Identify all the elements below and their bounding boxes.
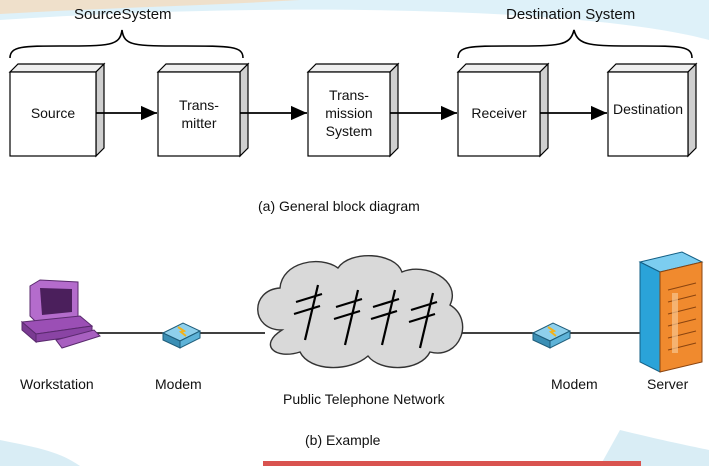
network-label: Public Telephone Network (283, 391, 445, 407)
caption-b: (b) Example (305, 432, 381, 448)
modem-left-label: Modem (155, 376, 202, 392)
destination-system-brace (457, 29, 693, 59)
destination-block-label: Destination (612, 101, 684, 117)
antenna-icon (370, 289, 400, 346)
antenna-icon (408, 292, 438, 349)
source-system-brace (9, 29, 244, 59)
cloud-icon (257, 255, 464, 369)
server-icon (638, 251, 704, 373)
workstation-label: Workstation (20, 376, 94, 392)
transmitter-block-label: Trans- mitter (179, 97, 219, 131)
workstation-icon (20, 279, 101, 349)
modem-icon (531, 322, 572, 349)
block-transmission-system (306, 62, 400, 158)
source-block-label: Source (30, 105, 76, 121)
source-system-label: SourceSystem (74, 6, 172, 23)
antenna-icon (333, 289, 363, 346)
server-label: Server (647, 376, 689, 392)
modem-right-label: Modem (551, 376, 598, 392)
block-receiver (456, 62, 550, 158)
antenna-icon (293, 284, 323, 341)
receiver-block-label: Receiver (471, 105, 527, 121)
block-destination (606, 62, 698, 158)
destination-system-label: Destination System (506, 6, 636, 23)
caption-a: (a) General block diagram (258, 198, 420, 214)
modem-icon (161, 322, 202, 349)
block-transmitter (156, 62, 250, 158)
transmission-system-block-label: Trans- mission System (325, 87, 373, 139)
block-source (8, 62, 106, 158)
